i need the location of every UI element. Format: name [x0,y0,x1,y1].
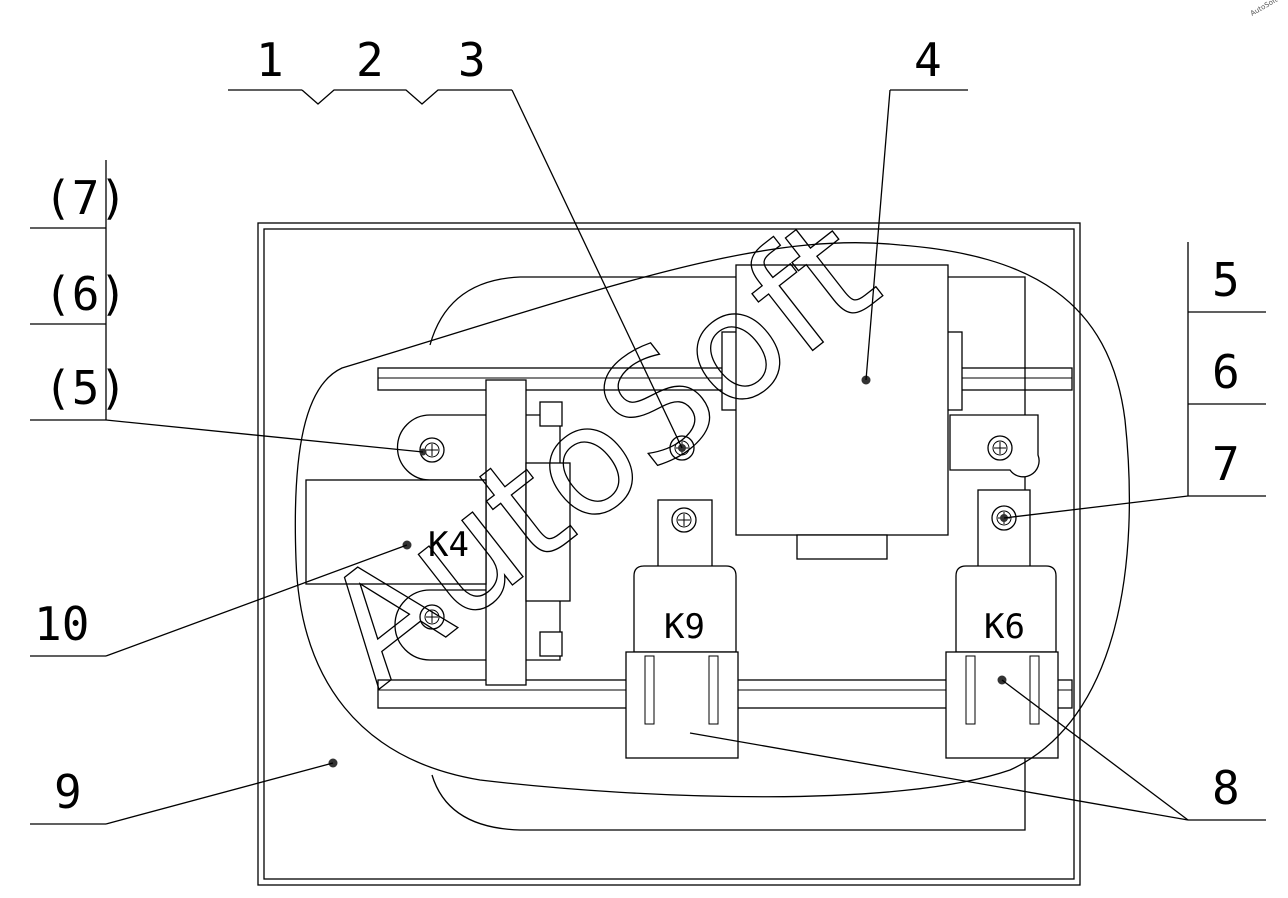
leader-8a [689,732,1189,821]
callout-7p: (7) [44,171,127,225]
callout-5: 5 [1212,253,1240,307]
callout-6p: (6) [44,267,127,321]
k6-slot-right [1029,655,1040,725]
callout-1: 1 [256,33,284,87]
relay-4-foot [796,534,888,560]
leader-8b [1001,679,1189,821]
callout-7: 7 [1212,437,1240,491]
callout-9: 9 [54,765,82,819]
screw-right-top [987,435,1013,461]
screw-left-top [419,437,445,463]
outer-frame [257,222,1081,886]
k6-slot-left [965,655,976,725]
callout-6: 6 [1212,345,1240,399]
left-top-stop [539,401,563,427]
leader-5p [105,419,424,453]
callout-5p: (5) [44,361,127,415]
mounting-plate [429,276,1026,831]
callout-123-baseline [301,89,512,105]
watermark-corner: AutoSoft [1249,0,1279,18]
k6-clip [945,651,1059,759]
leader-10 [105,544,408,657]
leader-3 [511,89,683,449]
k9-clip [625,651,739,759]
screw-left-bottom [419,604,445,630]
callout-3: 3 [458,33,486,87]
screw-k9 [671,507,697,533]
k9-slot-right [708,655,719,725]
relay-4-body [735,264,949,536]
leader-9 [105,762,334,825]
k9-label: K9 [664,607,705,647]
leader-4 [865,89,891,381]
left-bottom-stop [539,631,563,657]
callout-8: 8 [1212,761,1240,815]
callout-2: 2 [356,33,384,87]
inner-frame [263,228,1075,880]
leader-7 [1003,495,1189,519]
k4-relay-body [305,479,487,585]
callout-4: 4 [914,33,942,87]
k4-side-block [525,462,571,602]
watermark-loop [294,242,1131,798]
callout-10: 10 [34,597,89,651]
k9-slot-left [644,655,655,725]
k4-label: K4 [428,525,469,565]
k6-label: K6 [984,607,1025,647]
k4-base-block [485,379,527,686]
